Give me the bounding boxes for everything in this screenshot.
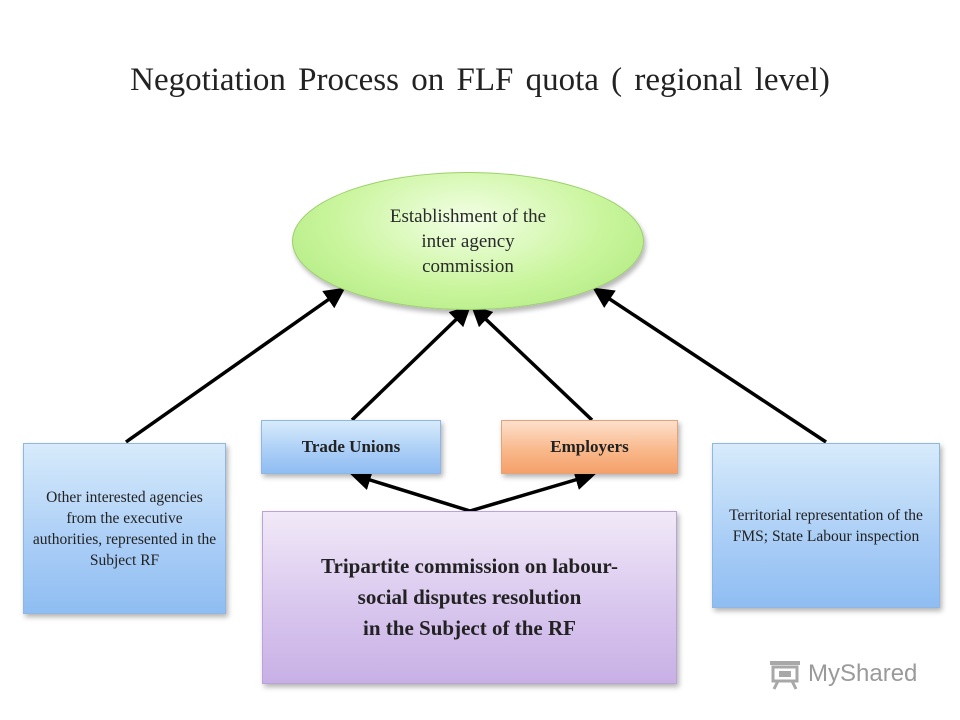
- arrow-other-to-center: [124, 287, 346, 444]
- other-agencies-label: Other interested agencies from the execu…: [32, 488, 217, 569]
- myshared-logo: MyShared: [768, 656, 917, 692]
- tripartite-line-3: in the Subject of the RF: [363, 616, 576, 640]
- center-node-label: Establishment of the inter agency commis…: [389, 205, 547, 277]
- arrow-tripartite-to-employers: [469, 469, 597, 513]
- other-agencies-box: Other interested agencies from the execu…: [23, 443, 226, 614]
- employers-box: Employers: [501, 420, 678, 474]
- page-title: Negotiation Process on FLF quota ( regio…: [130, 62, 830, 98]
- tripartite-line-1: Tripartite commission on labour-: [321, 554, 618, 578]
- trade-unions-box: Trade Unions: [261, 420, 441, 474]
- arrow-employers-to-center: [470, 305, 594, 422]
- presentation-board-icon: [770, 661, 800, 690]
- logo-text: MyShared: [808, 660, 918, 687]
- territorial-label: Territorial representation of the FMS; S…: [729, 506, 923, 545]
- tripartite-box: Tripartite commission on labour- social …: [262, 511, 677, 684]
- territorial-box: Territorial representation of the FMS; S…: [712, 443, 940, 608]
- tripartite-line-2: social disputes resolution: [357, 585, 582, 609]
- arrow-unions-to-center: [350, 305, 472, 422]
- arrow-territorial-to-center: [592, 287, 827, 444]
- trade-unions-label: Trade Unions: [301, 437, 401, 456]
- arrow-tripartite-to-unions: [349, 469, 471, 513]
- center-node-ellipse: Establishment of the inter agency commis…: [292, 172, 644, 310]
- employers-label: Employers: [550, 437, 629, 456]
